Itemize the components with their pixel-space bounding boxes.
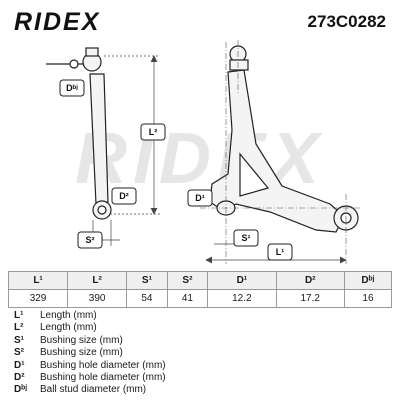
legend-item: S¹ Bushing size (mm): [14, 335, 166, 347]
value-l1: 329: [7, 289, 69, 308]
legend-symbol: D¹: [14, 359, 25, 371]
legend-description: Length (mm): [40, 322, 97, 334]
value-s2: 41: [166, 289, 209, 308]
value-s1: 54: [126, 289, 168, 308]
header-dbj: Dᵇʲ: [343, 271, 393, 290]
svg-text:Dᵇʲ: Dᵇʲ: [66, 83, 78, 93]
value-dbj: 16: [343, 289, 393, 308]
legend-symbol: S²: [14, 347, 24, 359]
ball-joint-stud: [85, 47, 99, 57]
label-s1: S¹: [233, 229, 259, 247]
top-view-arm: [209, 45, 359, 233]
legend-item: D² Bushing hole diameter (mm): [14, 372, 166, 384]
legend-symbol: L²: [14, 322, 24, 334]
svg-text:L²: L²: [149, 127, 158, 137]
label-d2: D²: [111, 187, 137, 205]
header-s2: S²: [166, 271, 209, 290]
legend-item: L¹ Length (mm): [14, 310, 166, 322]
header-d1: D¹: [207, 271, 277, 290]
arm-cutout: [239, 152, 270, 197]
svg-text:D¹: D¹: [195, 193, 205, 203]
label-dbj: Dᵇʲ: [59, 79, 85, 97]
legend-symbol: S¹: [14, 334, 24, 346]
svg-text:D²: D²: [119, 191, 129, 201]
specs-header-row: L¹ L² S¹ S² D¹ D² Dᵇʲ: [7, 271, 393, 290]
legend: L¹ Length (mm) L² Length (mm) S¹ Bushing si…: [14, 310, 166, 397]
side-view-arm: [46, 47, 112, 220]
legend-description: Length (mm): [40, 310, 97, 321]
header-l1: L¹: [7, 271, 69, 290]
centre-lines: [200, 40, 362, 264]
label-s2: S²: [77, 231, 103, 249]
specs-table: L¹ L² S¹ S² D¹ D² Dᵇʲ 329 390 54 41 12.2…: [7, 271, 393, 308]
specs-value-row: 329 390 54 41 12.2 17.2 16: [7, 289, 393, 308]
svg-text:L¹: L¹: [276, 247, 285, 257]
legend-description: Bushing hole diameter (mm): [40, 371, 166, 383]
value-l2: 390: [67, 289, 128, 308]
legend-description: Bushing size (mm): [40, 334, 123, 346]
legend-item: L² Length (mm): [14, 322, 166, 334]
brand-logo: RIDEX: [14, 8, 101, 36]
label-l2: L²: [140, 123, 166, 141]
technical-drawing: Dᵇʲ L² D² S² D¹ S¹ L¹: [46, 40, 362, 264]
svg-text:S¹: S¹: [242, 233, 251, 243]
legend-item: S² Bushing size (mm): [14, 347, 166, 359]
part-number: 273C0282: [307, 12, 386, 31]
arm-body: [89, 73, 109, 205]
legend-symbol: L¹: [14, 310, 24, 321]
value-d2: 17.2: [275, 289, 345, 308]
label-d1: D¹: [187, 189, 213, 207]
top-ball-joint-base: [229, 59, 249, 71]
legend-item: Dᵇʲ Ball stud diameter (mm): [14, 384, 166, 396]
legend-description: Bushing hole diameter (mm): [40, 359, 166, 371]
legend-item: D¹ Bushing hole diameter (mm): [14, 360, 166, 372]
header-l2: L²: [67, 271, 128, 290]
legend-symbol: D²: [14, 371, 25, 383]
legend-description: Bushing size (mm): [40, 347, 123, 359]
label-l1: L¹: [267, 243, 293, 261]
value-d1: 12.2: [207, 289, 277, 308]
svg-text:S²: S²: [86, 235, 95, 245]
legend-description: Ball stud diameter (mm): [40, 384, 147, 396]
header-s1: S¹: [126, 271, 168, 290]
header-d2: D²: [275, 271, 345, 290]
legend-symbol: Dᵇʲ: [14, 384, 28, 396]
